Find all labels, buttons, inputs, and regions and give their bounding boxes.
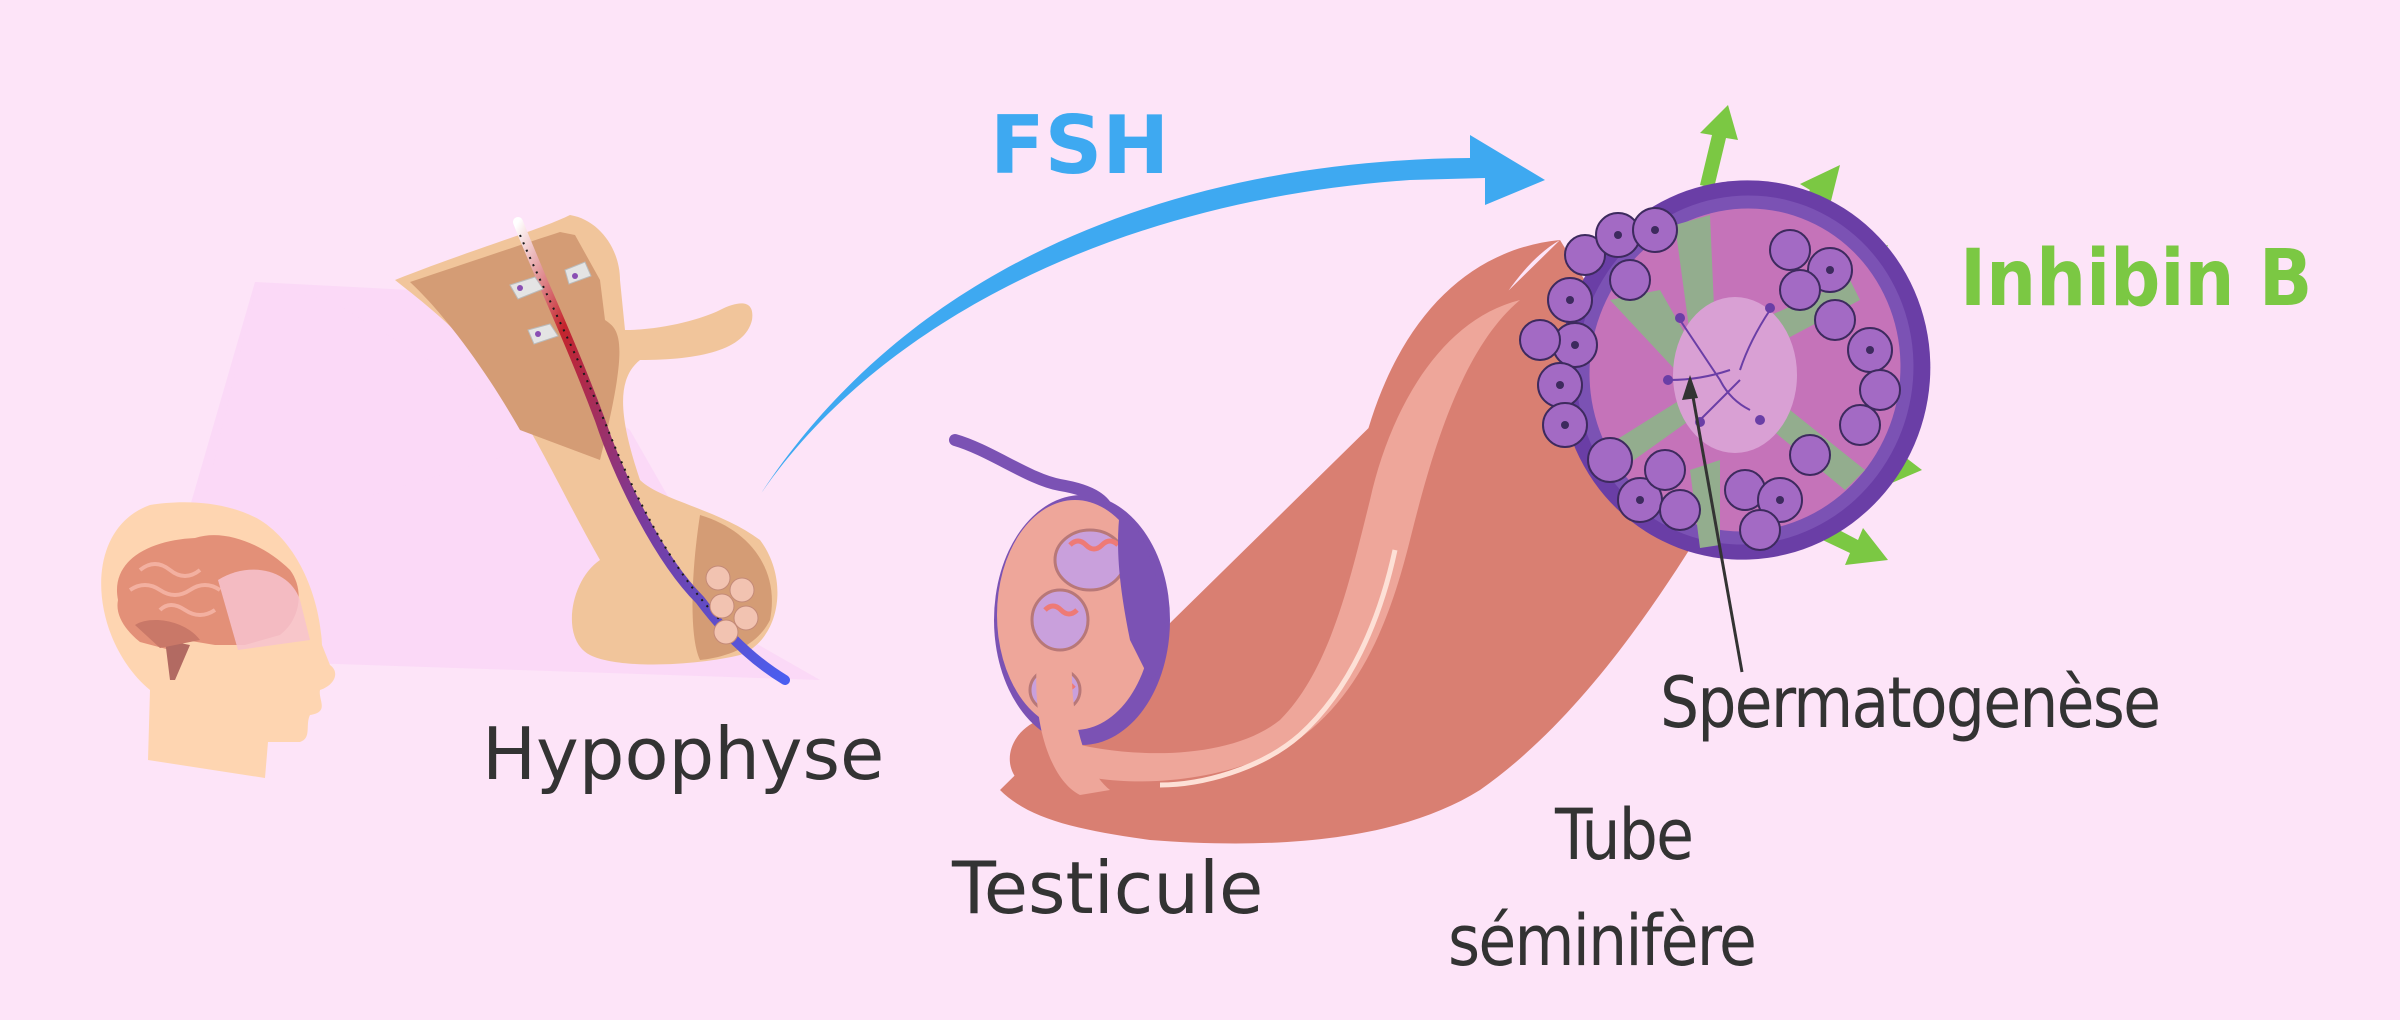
testicle-label: Testicule (952, 846, 1264, 930)
spermatogenesis-pointer (1688, 379, 1744, 673)
fsh-label: FSH (990, 99, 1170, 192)
testicle-icon (949, 434, 1170, 795)
head-brain-icon (101, 502, 336, 778)
inhibin-b-label: Inhibin B (1960, 234, 2313, 324)
spermatogenesis-label: Spermatogenèse (1660, 662, 2161, 744)
pointer-arrowhead-icon (1682, 375, 1698, 400)
pituitary-label: Hypophyse (482, 712, 885, 796)
tubule-label-line1: Tube (1555, 794, 1694, 876)
tubule-label-line2: séminifère (1448, 900, 1757, 982)
pituitary-gland-icon (395, 215, 790, 685)
zoom-cone-top (150, 286, 560, 560)
seminiferous-tubule-icon (1519, 180, 1931, 560)
fsh-arrow-icon (760, 135, 1545, 495)
